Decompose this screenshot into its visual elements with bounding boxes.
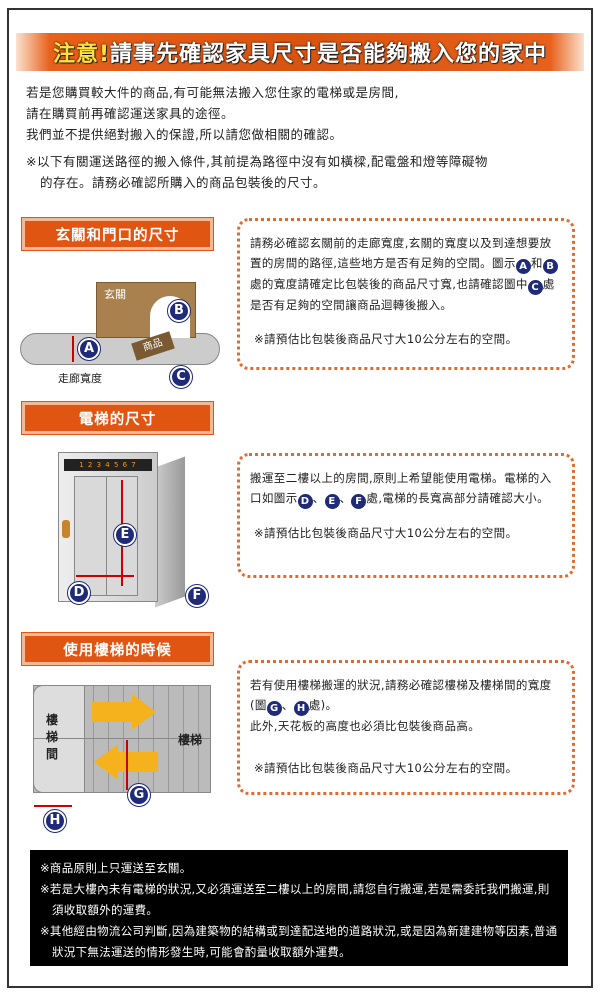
marker-d-icon: D xyxy=(297,494,313,509)
intro-note-line: 的存在。請務必確認所購入的商品包裝後的尺寸。 xyxy=(40,175,327,190)
text: 、 xyxy=(339,491,352,505)
corridor-width-label: 走廊寬度 xyxy=(58,372,102,385)
marker-g-icon: G xyxy=(266,701,282,716)
text: 搬運至二樓以上的房間,原則上希望能使用電梯。電梯的入口如圖示 xyxy=(250,471,552,505)
banner-title: 請事先確認家具尺寸是否能夠搬入您的家中 xyxy=(110,42,548,67)
stairs-divider xyxy=(33,738,211,739)
intro-text: 若是您購買較大件的商品,有可能無法搬入您住家的電梯或是房間, 請在購買前再確認運… xyxy=(26,82,399,145)
width-arrow-a xyxy=(72,336,74,362)
entrance-label: 玄關 xyxy=(104,288,126,301)
note: ※請預估比包裝後商品尺寸大10公分左右的空間。 xyxy=(254,526,518,540)
up-arrow-body xyxy=(92,702,132,722)
down-arrow-icon xyxy=(94,744,118,780)
marker-b-icon: B xyxy=(542,259,558,274)
landing-label: 樓梯間 xyxy=(46,713,59,761)
note: ※請預估比包裝後商品尺寸大10公分左右的空間。 xyxy=(254,761,518,775)
footer-note: ※商品原則上只運送至玄關。 xyxy=(40,861,192,875)
marker-f-icon: F xyxy=(185,584,209,608)
intro-line: 請在購買前再確認運送家具的途徑。 xyxy=(26,106,235,121)
section-stairs-header: 使用樓梯的時候 xyxy=(21,632,214,666)
section-entrance-header: 玄關和門口的尺寸 xyxy=(21,217,214,251)
section-elevator-header: 電梯的尺寸 xyxy=(21,401,214,435)
marker-b-icon: B xyxy=(167,299,191,323)
marker-a-icon: A xyxy=(515,259,531,274)
marker-h-icon: H xyxy=(43,809,67,833)
marker-e-icon: E xyxy=(113,523,137,547)
section-entrance-info: 請務必確認玄關前的走廊寬度,玄關的寬度以及到達想要放置的房間的路徑,這些地方是否… xyxy=(237,218,575,370)
text: 處是否有足夠的空間讓商品迴轉後搬入。 xyxy=(250,277,555,312)
text: 處)。 xyxy=(308,698,338,712)
marker-a-icon: A xyxy=(77,337,101,361)
text: 、 xyxy=(281,698,294,712)
text: 和 xyxy=(530,256,543,270)
marker-d-icon: D xyxy=(67,581,91,605)
down-arrow-body xyxy=(118,752,158,772)
marker-e-icon: E xyxy=(324,494,340,509)
footer-note: ※若是大樓內未有電梯的狀況,又必須運送至二樓以上的房間,請您自行搬運,若是需委託… xyxy=(40,882,550,917)
note: ※請預估比包裝後商品尺寸大10公分左右的空間。 xyxy=(254,332,518,346)
text: 處的寬度請確定比包裝後的商品尺寸寬,也請確認圖中 xyxy=(250,277,528,291)
intro-note: ※以下有關運送路徑的搬入條件,其前提為路徑中沒有如橫樑,配電盤和燈等障礙物 的存… xyxy=(26,151,488,193)
text: 處,電梯的長寬高部分請確認大小。 xyxy=(366,491,549,505)
marker-g-icon: G xyxy=(127,783,151,807)
marker-f-icon: F xyxy=(351,494,367,509)
text: 此外,天花板的高度也必須比包裝後商品高。 xyxy=(250,719,481,733)
marker-c-icon: C xyxy=(169,365,193,389)
title-banner: 注意!請事先確認家具尺寸是否能夠搬入您的家中 xyxy=(16,33,584,71)
door-seam xyxy=(106,476,107,596)
page-frame xyxy=(7,8,593,988)
width-arrow-d xyxy=(76,575,134,577)
call-button-icon xyxy=(62,520,70,538)
width-arrow-h xyxy=(34,805,72,807)
text: 請務必確認玄關前的走廊寬度,玄關的寬度以及到達想要放置的房間的路徑,這些地方是否… xyxy=(250,236,552,270)
text: 若有使用樓梯搬運的狀況,請務必確認樓梯及樓梯間的寬度(圖 xyxy=(250,678,552,712)
landing-shape xyxy=(33,685,85,793)
width-arrow-g xyxy=(126,740,128,790)
footer-notes: ※商品原則上只運送至玄關。 ※若是大樓內未有電梯的狀況,又必須運送至二樓以上的房… xyxy=(30,850,568,966)
stairs-label: 樓梯 xyxy=(178,733,203,747)
banner-attention: 注意! xyxy=(52,42,111,67)
marker-h-icon: H xyxy=(293,701,309,716)
elevator-side xyxy=(155,456,185,608)
intro-line: 我們並不提供絕對搬入的保證,所以請您做相關的確認。 xyxy=(26,127,343,142)
footer-note: ※其他經由物流公司判斷,因為建築物的結構或到達配送地的道路狀況,或是因為新建建物… xyxy=(40,924,558,959)
up-arrow-icon xyxy=(132,694,156,730)
marker-c-icon: C xyxy=(527,280,543,295)
floor-indicator: 1 2 3 4 5 6 7 xyxy=(64,459,152,471)
text: 、 xyxy=(312,491,325,505)
intro-line: 若是您購買較大件的商品,有可能無法搬入您住家的電梯或是房間, xyxy=(26,85,399,100)
intro-note-line: ※以下有關運送路徑的搬入條件,其前提為路徑中沒有如橫樑,配電盤和燈等障礙物 xyxy=(26,154,488,169)
corridor-shape xyxy=(20,333,220,365)
